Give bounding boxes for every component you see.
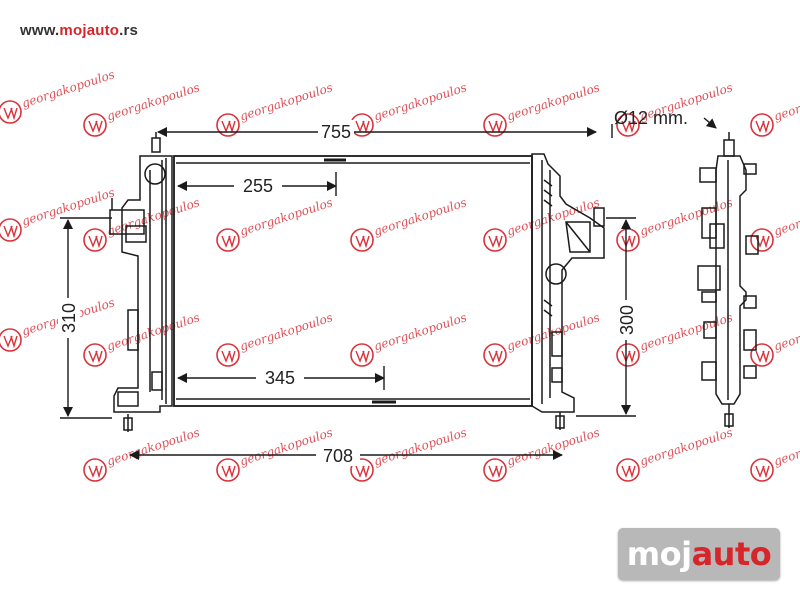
watermark-stamp: georgakopoulos bbox=[350, 195, 469, 252]
watermark-text: georgakopoulos bbox=[638, 195, 735, 238]
watermark-text: georgakopoulos bbox=[238, 195, 335, 238]
watermark-text: georgakopoulos bbox=[20, 67, 117, 110]
watermark-text: georgakopoulos bbox=[772, 310, 800, 353]
site-url-suffix: .rs bbox=[119, 22, 139, 39]
watermark-stamp: georgakopoulos bbox=[350, 310, 469, 367]
watermark-text: georgakopoulos bbox=[105, 310, 202, 353]
watermark-stamp: georgakopoulos bbox=[483, 425, 602, 482]
dim-top-width-label: 755 bbox=[321, 122, 351, 142]
watermark-stamp: georgakopoulos bbox=[83, 80, 202, 137]
watermark-text: georgakopoulos bbox=[372, 80, 469, 123]
site-url[interactable]: www.mojauto.rs bbox=[20, 22, 138, 39]
watermark-text: georgakopoulos bbox=[372, 425, 469, 468]
dim-right-height-label: 300 bbox=[617, 305, 637, 335]
watermark-text: georgakopoulos bbox=[238, 80, 335, 123]
dim-bottom-width-label: 708 bbox=[323, 446, 353, 466]
radiator-side-view bbox=[697, 132, 759, 428]
watermark-stamp: georgakopoulos bbox=[616, 425, 735, 482]
watermark-stamp: georgakopoulos bbox=[750, 425, 800, 482]
logo-part-2: auto bbox=[691, 535, 772, 573]
watermark-stamp: georgakopoulos bbox=[483, 80, 602, 137]
watermark-text: georgakopoulos bbox=[638, 310, 735, 353]
site-url-brand: mojauto bbox=[59, 22, 120, 39]
logo-part-1: moj bbox=[626, 535, 692, 573]
watermark-stamp: georgakopoulos bbox=[216, 80, 335, 137]
watermark-stamp: georgakopoulos bbox=[83, 425, 202, 482]
watermark-text: georgakopoulos bbox=[105, 425, 202, 468]
site-url-prefix: www. bbox=[20, 22, 60, 39]
watermark-stamp: georgakopoulos bbox=[0, 185, 116, 242]
watermark-text: georgakopoulos bbox=[238, 310, 335, 353]
watermark-text: georgakopoulos bbox=[105, 80, 202, 123]
watermark-text: georgakopoulos bbox=[772, 425, 800, 468]
watermark-stamp: georgakopoulos bbox=[216, 310, 335, 367]
watermark-text: georgakopoulos bbox=[372, 195, 469, 238]
watermark-stamp: georgakopoulos bbox=[616, 195, 735, 252]
watermark-text: georgakopoulos bbox=[505, 425, 602, 468]
watermark-stamp: georgakopoulos bbox=[750, 310, 800, 367]
radiator-front-view bbox=[109, 132, 605, 432]
watermark-text: georgakopoulos bbox=[638, 425, 735, 468]
watermark-stamp: georgakopoulos bbox=[350, 80, 469, 137]
dim-left-height-label: 310 bbox=[59, 303, 79, 333]
dimension-lines bbox=[60, 117, 717, 460]
watermark-text: georgakopoulos bbox=[105, 195, 202, 238]
watermark-text: georgakopoulos bbox=[772, 195, 800, 238]
mojauto-logo[interactable]: mojauto bbox=[618, 528, 780, 580]
watermark-text: georgakopoulos bbox=[372, 310, 469, 353]
watermark-text: georgakopoulos bbox=[505, 80, 602, 123]
watermark-stamp: georgakopoulos bbox=[350, 425, 469, 482]
pipe-diameter-label: Ø12 mm. bbox=[614, 108, 688, 128]
watermark-stamp: georgakopoulos bbox=[83, 310, 202, 367]
watermark-text: georgakopoulos bbox=[772, 80, 800, 123]
dim-inner-top-label: 255 bbox=[243, 176, 273, 196]
watermark-stamp: georgakopoulos bbox=[750, 80, 800, 137]
watermark-stamp: georgakopoulos bbox=[216, 195, 335, 252]
dim-inner-bottom-label: 345 bbox=[265, 368, 295, 388]
